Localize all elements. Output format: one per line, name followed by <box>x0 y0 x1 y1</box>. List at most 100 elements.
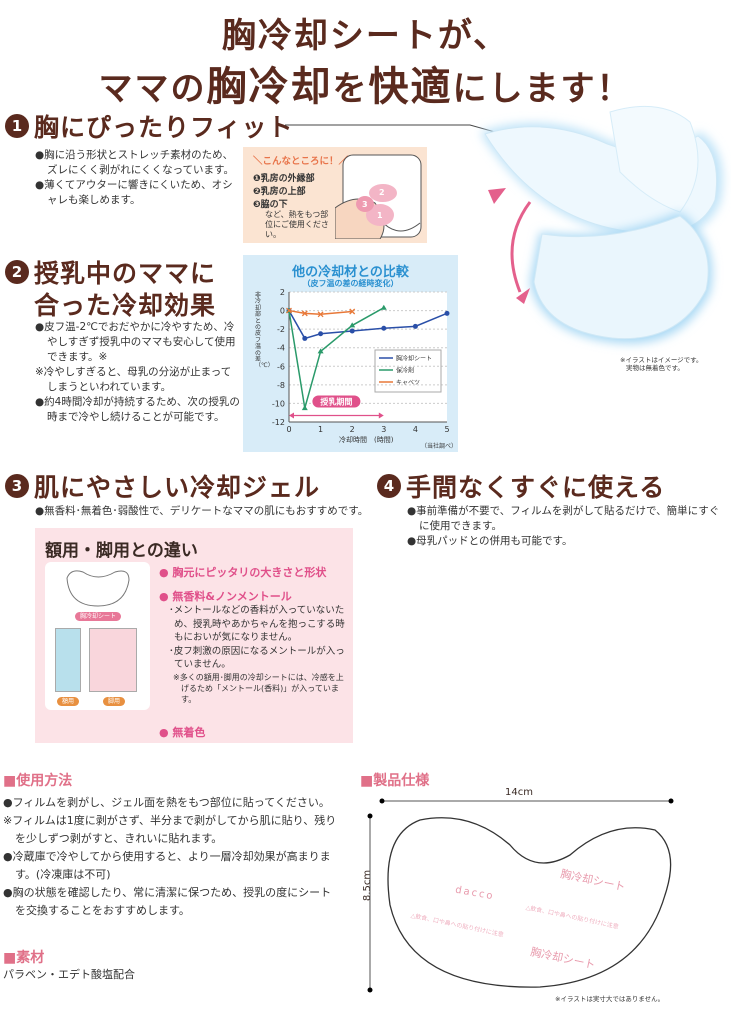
point-colorless: ● 無着色 <box>159 726 206 739</box>
chart-source-note: （当社調べ） <box>421 443 458 450</box>
y-tick-label: -12 <box>272 418 285 427</box>
y-tick-label: -8 <box>277 381 285 390</box>
data-point <box>302 335 308 341</box>
x-tick-label: 3 <box>381 425 386 434</box>
data-point <box>317 311 324 318</box>
where-item: ❸脇の下 <box>253 200 288 210</box>
chest-sheet-shape <box>66 570 130 607</box>
image-note-line: 実物は無着色です。 <box>626 364 684 372</box>
title-part: 快適 <box>368 63 453 110</box>
detail: ･メントールなどの香料が入っていないため、授乳時やあかちゃんを抱っこする時もにお… <box>169 605 345 643</box>
title-part: 胸冷却 <box>206 63 333 110</box>
section-2-bullets: ●皮フ温-2℃でおだやかに冷やすため、冷やしすぎず授乳中のママも安心して使用でき… <box>35 320 240 425</box>
x-tick-label: 5 <box>444 425 449 434</box>
y-tick-label: -2 <box>277 325 285 334</box>
where-to-use-box: ＼こんなところに！／ ❶乳房の外縁部 ❷乳房の上部 ❸脇の下 など、熱をもつ部位… <box>243 147 427 243</box>
comparison-box: 額用・脚用との違い 胸冷却シート 額用 脚用 ● 胸元にピッタリの大きさと形状 … <box>35 528 353 743</box>
legend-box <box>374 349 442 393</box>
spec-heading: ■製品仕様 <box>360 773 430 789</box>
section-heading-1: 胸にぴったりフィット <box>34 113 294 142</box>
section-3-bullets: ●無香料･無着色･弱酸性で、デリケートなママの肌にもおすすめです。 <box>35 504 403 519</box>
marker-2: 2 <box>379 188 385 197</box>
chart-title: 他の冷却材との比較 <box>292 265 409 280</box>
section-heading-2-line1: 授乳中のママに <box>34 259 217 288</box>
bullet: ●事前準備が不要で、フィルムを剥がして貼るだけで、簡単にすぐに使用できます。 <box>407 505 720 532</box>
data-point <box>412 323 418 329</box>
data-point <box>301 310 308 317</box>
detail-note: ※多くの額用･脚用の冷却シートには、冷感を上げるため「メントール(香料)」が入っ… <box>173 672 344 704</box>
y-tick-label: -4 <box>277 344 285 353</box>
section-number-3: 3 <box>5 474 29 498</box>
data-point <box>301 405 308 411</box>
y-tick-label: 2 <box>280 288 285 297</box>
data-point <box>286 307 292 314</box>
product-illustration <box>285 105 723 344</box>
bullet: ●母乳パッドとの併用も可能です。 <box>407 535 573 547</box>
where-heading: ＼こんなところに！／ <box>253 156 349 167</box>
data-point <box>317 348 324 354</box>
annotation-arrowhead <box>289 412 294 419</box>
x-tick-label: 4 <box>413 425 418 434</box>
chest-sheet-tag: 胸冷却シート <box>75 612 121 621</box>
section-4-bullets: ●事前準備が不要で、フィルムを剥がして貼るだけで、簡単にすぐに使用できます。 ●… <box>407 504 727 549</box>
bullet: ●約4時間冷却が持続するため、次の授乳の時まで冷やし続けることが可能です。 <box>35 396 240 423</box>
forehead-sheet-shape <box>55 628 81 692</box>
image-note: ※イラストはイメージです。 実物は無着色です。 <box>620 356 703 372</box>
where-item: ❶乳房の外縁部 <box>253 174 315 184</box>
where-note: など、熱をもつ部位にご使用ください。 <box>265 210 329 239</box>
data-point <box>318 331 324 337</box>
x-tick-label: 1 <box>318 425 323 434</box>
section-heading-2-line2: 合った冷却効果 <box>34 291 217 320</box>
usage-list: ●フィルムを剥がし、ジェル面を熱をもつ部位に貼ってください。 ※フィルムは1度に… <box>3 794 338 920</box>
x-tick-label: 0 <box>286 425 291 434</box>
comparison-heading: 額用・脚用との違い <box>45 541 198 561</box>
chart-subtitle: （皮フ温の差の経時変化） <box>302 279 399 288</box>
usage-heading: ■使用方法 <box>3 773 73 789</box>
section-heading-3: 肌にやさしい冷却ジェル <box>34 473 321 502</box>
title-part: にします！ <box>452 69 633 109</box>
annotation-label: 授乳期間 <box>320 397 352 407</box>
leg-sheet-shape <box>89 628 137 692</box>
annotation-badge <box>312 395 361 408</box>
title-part: を <box>332 69 369 109</box>
spec-note: ※イラストは実寸大ではありません。 <box>555 995 665 1003</box>
legend-label: 保冷剤 <box>396 367 414 375</box>
bullet-note: ※冷やしすぎると、母乳の分泌が止まってしまうといわれています。 <box>35 366 232 393</box>
annotation-arrowhead <box>378 412 384 419</box>
sheet-comparison-illustration: 胸冷却シート 額用 脚用 <box>45 562 150 710</box>
leg-tag: 脚用 <box>103 697 125 706</box>
material-text: パラベン・エデト酸塩配合 <box>3 968 135 981</box>
bullet: ●無香料･無着色･弱酸性で、デリケートなママの肌にもおすすめです。 <box>35 505 369 517</box>
section-number-1: 1 <box>5 114 29 138</box>
point-fragrance-free: ● 無香料&ノンメントール <box>159 590 292 603</box>
usage-item: ●フィルムを剥がし、ジェル面を熱をもつ部位に貼ってください。 <box>3 796 330 809</box>
series-line-2 <box>288 309 353 316</box>
chart-x-label: 冷却時間 (時間) <box>339 436 394 444</box>
y-tick-label: 0 <box>280 307 285 316</box>
marker-3: 3 <box>362 200 368 209</box>
y-tick-label: -10 <box>272 399 285 408</box>
page-title-line1: 胸冷却シートが、 <box>221 16 510 56</box>
forehead-tag: 額用 <box>57 697 79 706</box>
data-point <box>444 310 450 316</box>
section-number-4: 4 <box>377 474 401 498</box>
legend-label: 胸冷却シート <box>396 355 432 363</box>
title-part: ママの <box>98 69 207 109</box>
detail: ･皮フ刺激の原因になるメントールが入っていません。 <box>169 645 345 671</box>
data-point <box>349 328 355 334</box>
image-note-line: ※イラストはイメージです。 <box>620 356 703 364</box>
material-heading: ■素材 <box>3 950 45 966</box>
bullet: ●皮フ温-2℃でおだやかに冷やすため、冷やしすぎず授乳中のママも安心して使用でき… <box>35 321 236 363</box>
page-title-line2: ママの胸冷却を快適にします！ <box>0 54 731 112</box>
bullet: ●薄くてアウターに響きにくいため、オシャレも楽しめます。 <box>35 179 233 206</box>
data-point <box>380 304 387 310</box>
bullet: ●胸に沿う形状とストレッチ素材のため、ズレにくく剥がれにくくなっています。 <box>35 149 235 176</box>
breast-illustration <box>335 154 422 239</box>
where-item: ❷乳房の上部 <box>253 187 306 197</box>
y-tick-label: -6 <box>277 362 285 371</box>
fragrance-details: ･メントールなどの香料が入っていないため、授乳時やあかちゃんを抱っこする時もにお… <box>169 604 351 705</box>
spec-diagram <box>367 798 674 993</box>
usage-item: ●冷蔵庫で冷やしてから使用すると、より一層冷却効果が高まります。(冷凍庫は不可) <box>3 850 331 881</box>
data-point <box>381 325 387 331</box>
